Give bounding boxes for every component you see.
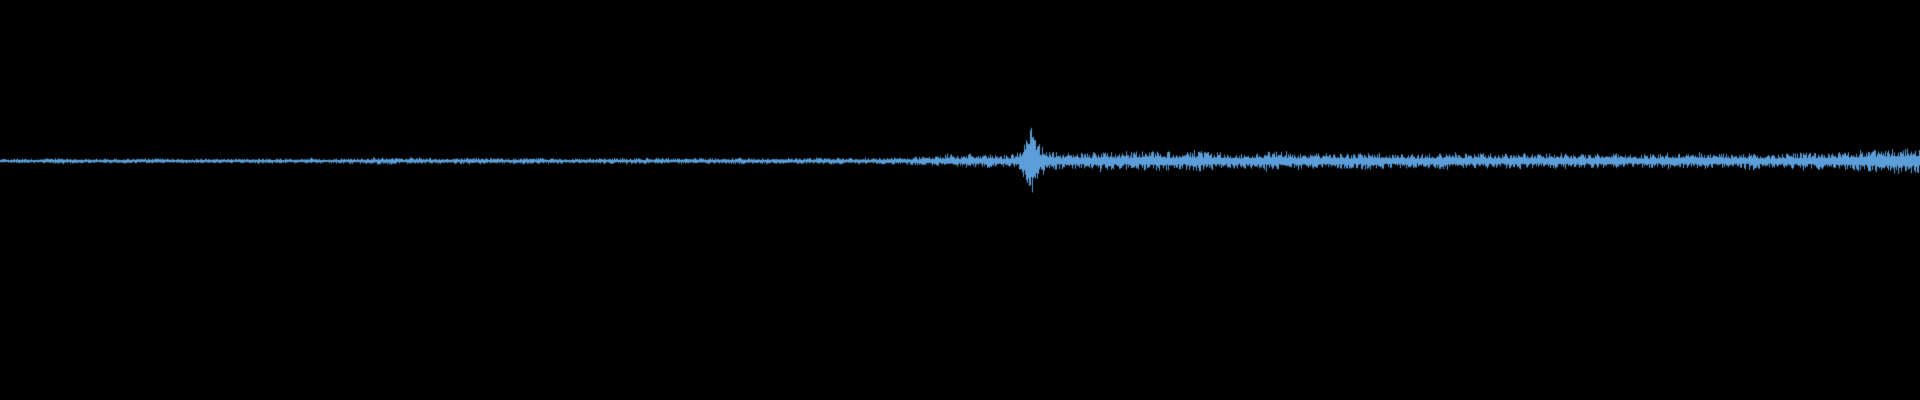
audio-waveform	[0, 0, 1920, 400]
waveform-stage	[0, 0, 1920, 400]
